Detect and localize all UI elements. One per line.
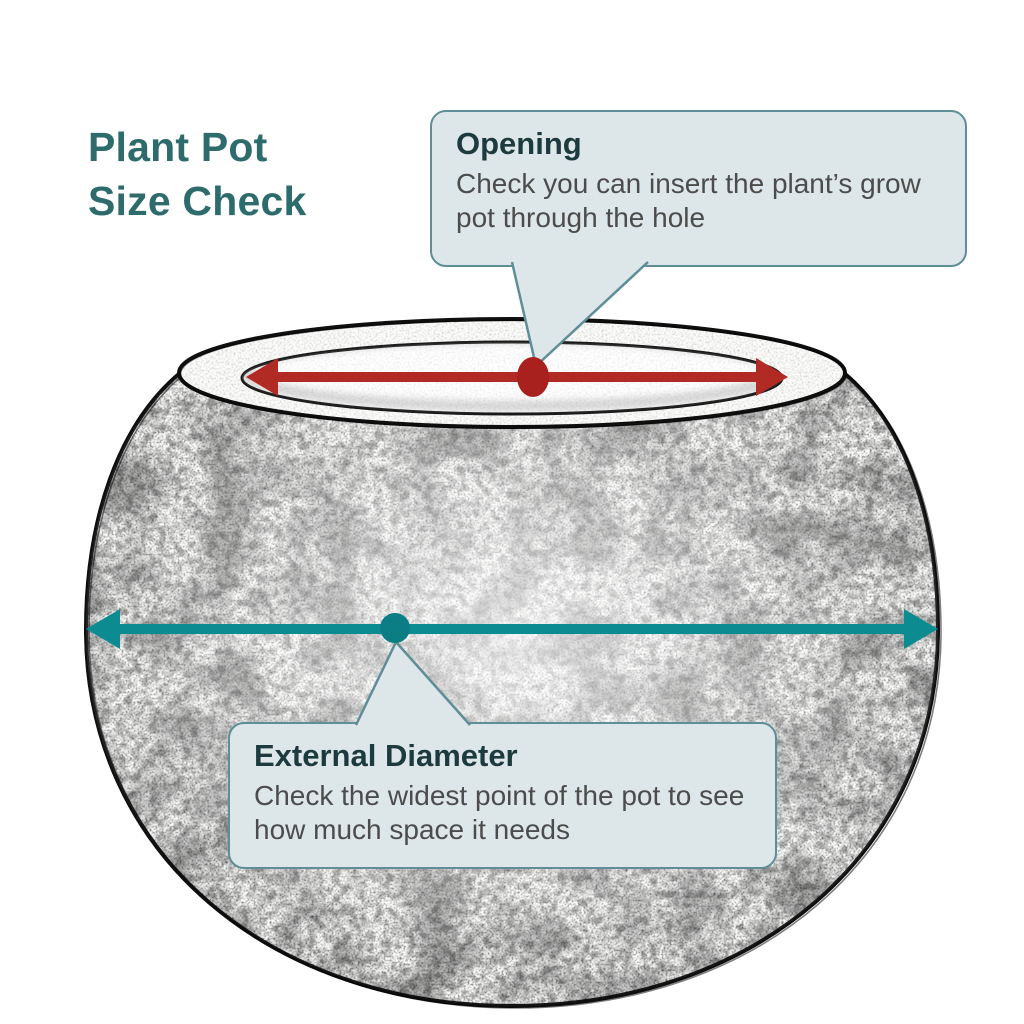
callout-external-diameter-title: External Diameter — [254, 738, 518, 773]
pot-body-sketch-line — [88, 374, 942, 1009]
callout-external-diameter-body: Check the widest point of the pot to see… — [254, 780, 745, 846]
callout-opening: Opening Check you can insert the plant’s… — [430, 110, 967, 267]
callout-external-diameter: External Diameter Check the widest point… — [228, 722, 777, 869]
callout-opening-title: Opening — [456, 126, 582, 161]
page-title: Plant Pot Size Check — [88, 124, 307, 225]
callout-opening-body: Check you can insert the plant’s grow po… — [456, 168, 921, 234]
